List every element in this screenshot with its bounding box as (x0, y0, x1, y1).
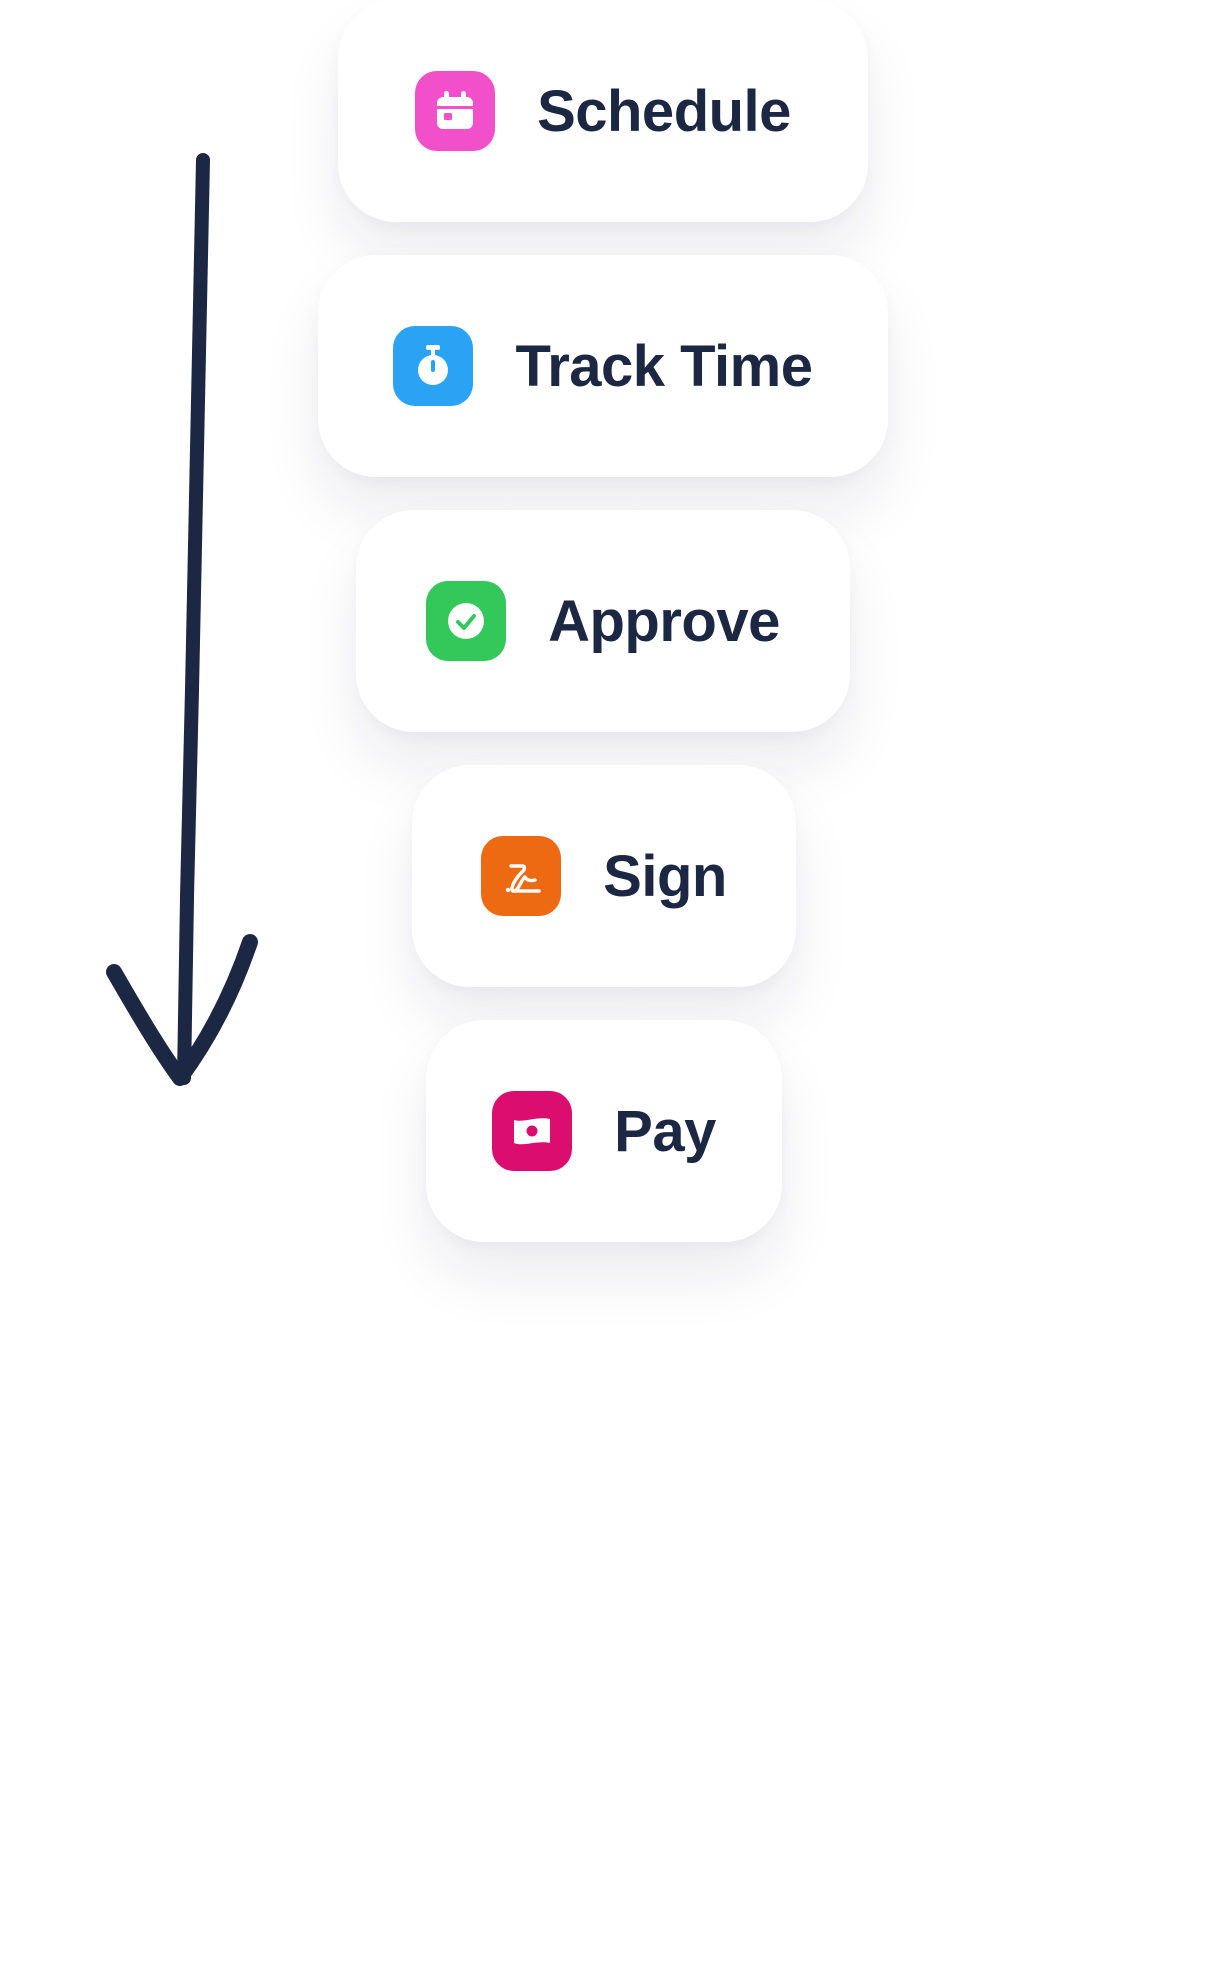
step-label: Track Time (515, 333, 813, 399)
step-track-time[interactable]: Track Time (318, 255, 888, 477)
step-schedule[interactable]: Schedule (338, 0, 868, 222)
step-approve[interactable]: Approve (356, 510, 850, 732)
signature-icon (481, 836, 562, 916)
check-circle-icon (426, 581, 507, 661)
step-label: Schedule (537, 78, 791, 144)
step-pay[interactable]: Pay (426, 1020, 782, 1242)
step-label: Pay (614, 1098, 716, 1164)
stopwatch-icon (393, 326, 474, 406)
step-sign[interactable]: Sign (412, 765, 796, 987)
step-label: Sign (603, 843, 727, 909)
step-label: Approve (548, 588, 780, 654)
down-arrow-icon (106, 153, 258, 1086)
calendar-icon (415, 71, 496, 151)
money-bill-icon (492, 1091, 573, 1171)
